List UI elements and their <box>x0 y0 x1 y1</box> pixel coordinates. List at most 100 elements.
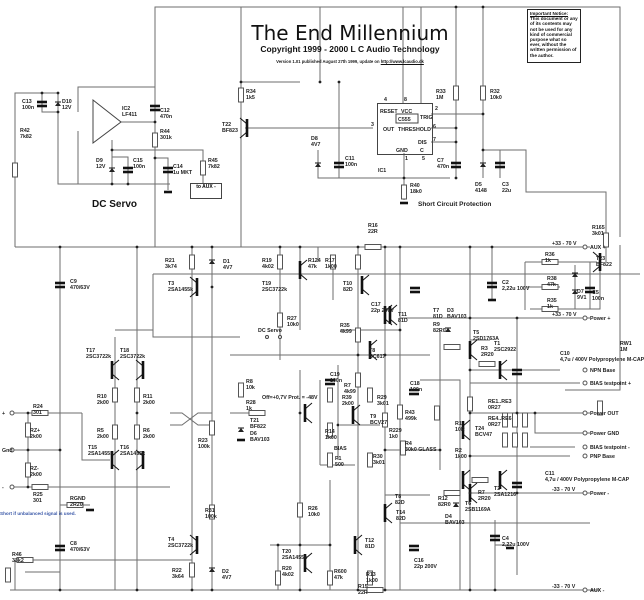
terminal-label[interactable]: Power - <box>590 491 609 497</box>
junction-dot <box>26 485 30 489</box>
component-ref: C3 <box>502 182 509 188</box>
transistor-lead <box>352 418 361 426</box>
ic1-pin-label: 7 <box>433 137 436 143</box>
junction-dot <box>468 411 472 415</box>
junction-dot <box>336 423 340 427</box>
component-ref: T16 <box>120 445 129 451</box>
junction-dot <box>337 80 341 84</box>
junction-dot <box>454 126 458 130</box>
wire <box>14 92 58 247</box>
terminal-connector-icon[interactable] <box>582 587 588 593</box>
component-value: 301 <box>33 498 42 504</box>
component-value: LF411 <box>122 112 137 118</box>
terminal-label[interactable]: Power GND <box>590 431 619 437</box>
component-value: 2SB1169A <box>465 507 491 513</box>
junction-dot <box>468 245 472 249</box>
resistor <box>522 432 528 448</box>
terminal-label[interactable]: PNP Base <box>590 454 615 460</box>
component-value: 1k00 <box>366 578 378 584</box>
terminal-icon <box>9 447 15 453</box>
diode <box>453 503 459 507</box>
component-ref: RE1..RE3 <box>488 399 512 405</box>
component-ref: C11 <box>545 471 554 477</box>
ic1-pin-label: 1 <box>405 156 408 162</box>
terminal-connector-icon[interactable] <box>582 244 588 250</box>
component-ref: D2 <box>222 569 229 575</box>
resistor <box>277 254 283 270</box>
terminal-connector-icon[interactable] <box>582 453 588 459</box>
terminal-connector-icon[interactable] <box>582 315 588 321</box>
component-value: 2SC2922 <box>494 347 516 353</box>
component-value: 81D <box>433 314 443 320</box>
junction-dot <box>276 543 280 547</box>
transistor-lead <box>304 566 313 574</box>
terminal-connector-icon[interactable] <box>582 410 588 416</box>
terminal-label[interactable]: AUX - <box>590 588 605 594</box>
transistor-lead <box>135 359 144 367</box>
component-value: 7k82 <box>208 164 220 170</box>
component-value: 301 <box>33 410 42 416</box>
resistor <box>522 412 528 428</box>
resistor <box>327 452 333 468</box>
terminal-connector-icon[interactable] <box>582 444 588 450</box>
terminal-label[interactable]: BIAS testpoint - <box>590 445 630 451</box>
opamp-ic2 <box>92 98 122 144</box>
ic1-pin-label: C555 <box>398 117 411 123</box>
resistor <box>5 567 11 583</box>
junction-dot <box>481 5 485 9</box>
resistor <box>112 424 118 440</box>
component-value: 1k00 <box>455 454 467 460</box>
junction-dot <box>515 411 519 415</box>
rail-voltage-label: +33 - 70 V <box>552 312 577 318</box>
resistor <box>209 504 215 520</box>
junction-dot <box>56 91 60 95</box>
component-ref: C11 <box>345 156 354 162</box>
important-notice: Important Notice:This document or any of… <box>527 9 581 63</box>
component-ref: R34 <box>246 89 256 95</box>
component-ref: R19 <box>262 258 272 264</box>
component-ref: R42 <box>20 128 30 134</box>
resistor <box>443 344 461 350</box>
resistor <box>275 570 281 586</box>
junction-dot <box>356 353 360 357</box>
component-value: 100n <box>345 162 357 168</box>
diode <box>55 102 61 106</box>
component-value: 4k99 <box>344 389 356 395</box>
terminal-label[interactable]: NPN Base <box>590 368 615 374</box>
component-value: 10k0 <box>287 322 299 328</box>
terminal-connector-icon[interactable] <box>582 380 588 386</box>
component-value: 2SC3722k <box>262 287 287 293</box>
component-value: 2k00 <box>143 434 155 440</box>
terminal-connector-icon[interactable] <box>582 430 588 436</box>
t21-note: Off=+0,7V Prot. = -48V <box>262 395 318 401</box>
terminal-label[interactable]: BIAS testpoint + <box>590 381 631 387</box>
terminal-label[interactable]: Power + <box>590 316 610 322</box>
terminal-label[interactable]: Power OUT <box>590 411 619 417</box>
transistor-lead <box>499 373 508 381</box>
terminal-label[interactable]: AUX + <box>590 245 606 251</box>
notice-heading: Important Notice: <box>530 11 569 16</box>
resistor <box>443 490 461 496</box>
component-ref: RW1 <box>620 341 632 347</box>
component-ref: R11 <box>143 394 152 400</box>
resistor <box>238 87 244 103</box>
website-link[interactable]: http://www.lcaudio.dk <box>380 59 424 64</box>
ic1-pin-label: RESET <box>380 109 398 115</box>
junction-dot <box>190 588 194 592</box>
transistor-lead <box>384 304 393 312</box>
junction-dot <box>454 5 458 9</box>
wire <box>112 156 129 184</box>
diode <box>109 168 115 172</box>
component-value: 2SD1763A <box>473 336 499 342</box>
ic1-pin-label: 6 <box>433 124 436 130</box>
component-ref: C12 <box>160 108 170 114</box>
component-ref: R26 <box>308 506 318 512</box>
component-value: 10k <box>246 385 255 391</box>
terminal-connector-icon[interactable] <box>582 367 588 373</box>
junction-dot <box>454 176 458 180</box>
component-value: 100k <box>198 444 210 450</box>
component-value: 12V <box>62 105 72 111</box>
resistor <box>367 570 373 586</box>
terminal-connector-icon[interactable] <box>582 490 588 496</box>
resistor <box>112 387 118 403</box>
